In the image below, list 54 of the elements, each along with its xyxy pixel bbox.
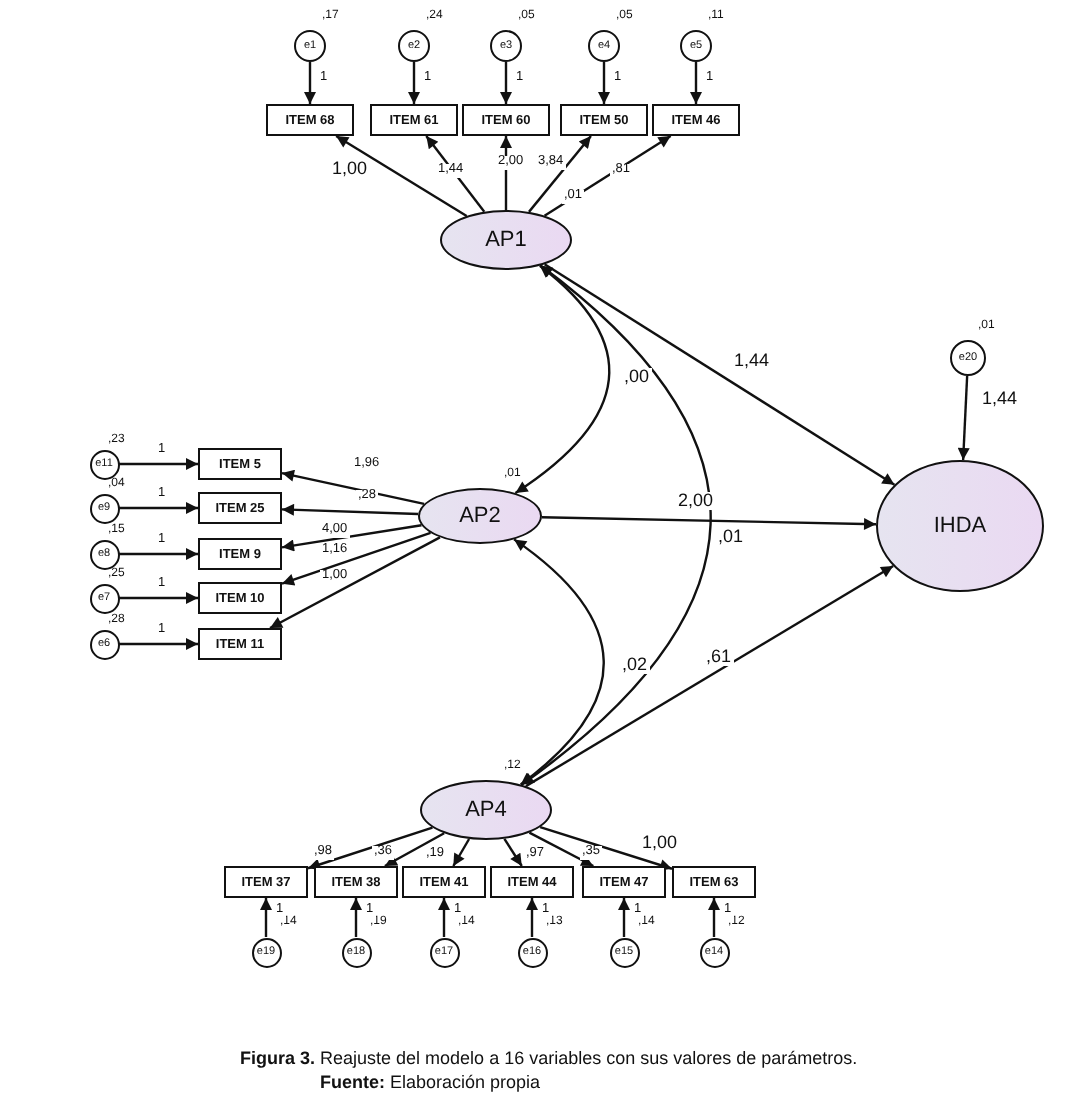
path-arrow (690, 62, 702, 104)
path-arrow (281, 503, 419, 516)
figure-caption: Figura 3. Reajuste del modelo a 16 variables con sus valores de parámetros. (240, 1048, 858, 1068)
latent-ellipse: IHDA (876, 460, 1044, 592)
path-arrow (528, 135, 592, 213)
path-arrow (304, 62, 316, 104)
path-arrow (281, 524, 422, 552)
path-arrow (526, 898, 538, 937)
path-arrow (618, 898, 630, 937)
path-arrow (307, 826, 433, 871)
path-arrow (541, 516, 877, 530)
path-arrow (425, 135, 486, 213)
path-arrow (543, 135, 672, 217)
path-arrow (514, 264, 610, 494)
edge-label: ,61 (704, 648, 734, 666)
path-arrow (119, 548, 198, 560)
path-arrow (513, 538, 605, 786)
path-arrow (525, 565, 894, 788)
edge-label: ,02 (620, 656, 650, 674)
path-arrow (408, 62, 420, 104)
edge-label: 2,00 (676, 492, 716, 510)
edge-label: ,00 (622, 368, 652, 386)
path-arrow (269, 536, 441, 630)
path-arrow (281, 531, 431, 586)
path-arrow (520, 264, 712, 786)
path-arrow (452, 838, 471, 867)
path-arrow (119, 592, 198, 604)
path-arrow (384, 832, 445, 868)
edge-label: ,01 (716, 528, 746, 546)
latent-ellipse: AP4 (420, 780, 552, 840)
path-arrow (335, 134, 468, 217)
path-arrow (119, 502, 198, 514)
path-arrow (260, 898, 272, 937)
path-arrow (281, 469, 425, 506)
path-arrow (119, 458, 198, 470)
path-arrow (544, 263, 896, 486)
path-arrow (957, 375, 970, 461)
edge-label: 1,44 (732, 352, 772, 370)
edge-label: 1,00 (640, 834, 680, 852)
source-note: Fuente: Elaboración propia (320, 1072, 541, 1092)
edge-label: 1,44 (980, 390, 1020, 408)
path-arrow (708, 898, 720, 937)
path-arrow (598, 62, 610, 104)
path-arrow (438, 898, 450, 937)
latent-ellipse: AP2 (418, 488, 542, 544)
path-arrow (500, 136, 512, 210)
path-arrow (119, 638, 198, 650)
path-arrow (350, 898, 362, 937)
path-arrow (528, 831, 594, 868)
edge-label: 1,00 (330, 160, 370, 178)
path-arrow (503, 838, 523, 867)
path-arrow (500, 62, 512, 104)
path-arrow (539, 825, 673, 871)
latent-ellipse: AP1 (440, 210, 572, 270)
